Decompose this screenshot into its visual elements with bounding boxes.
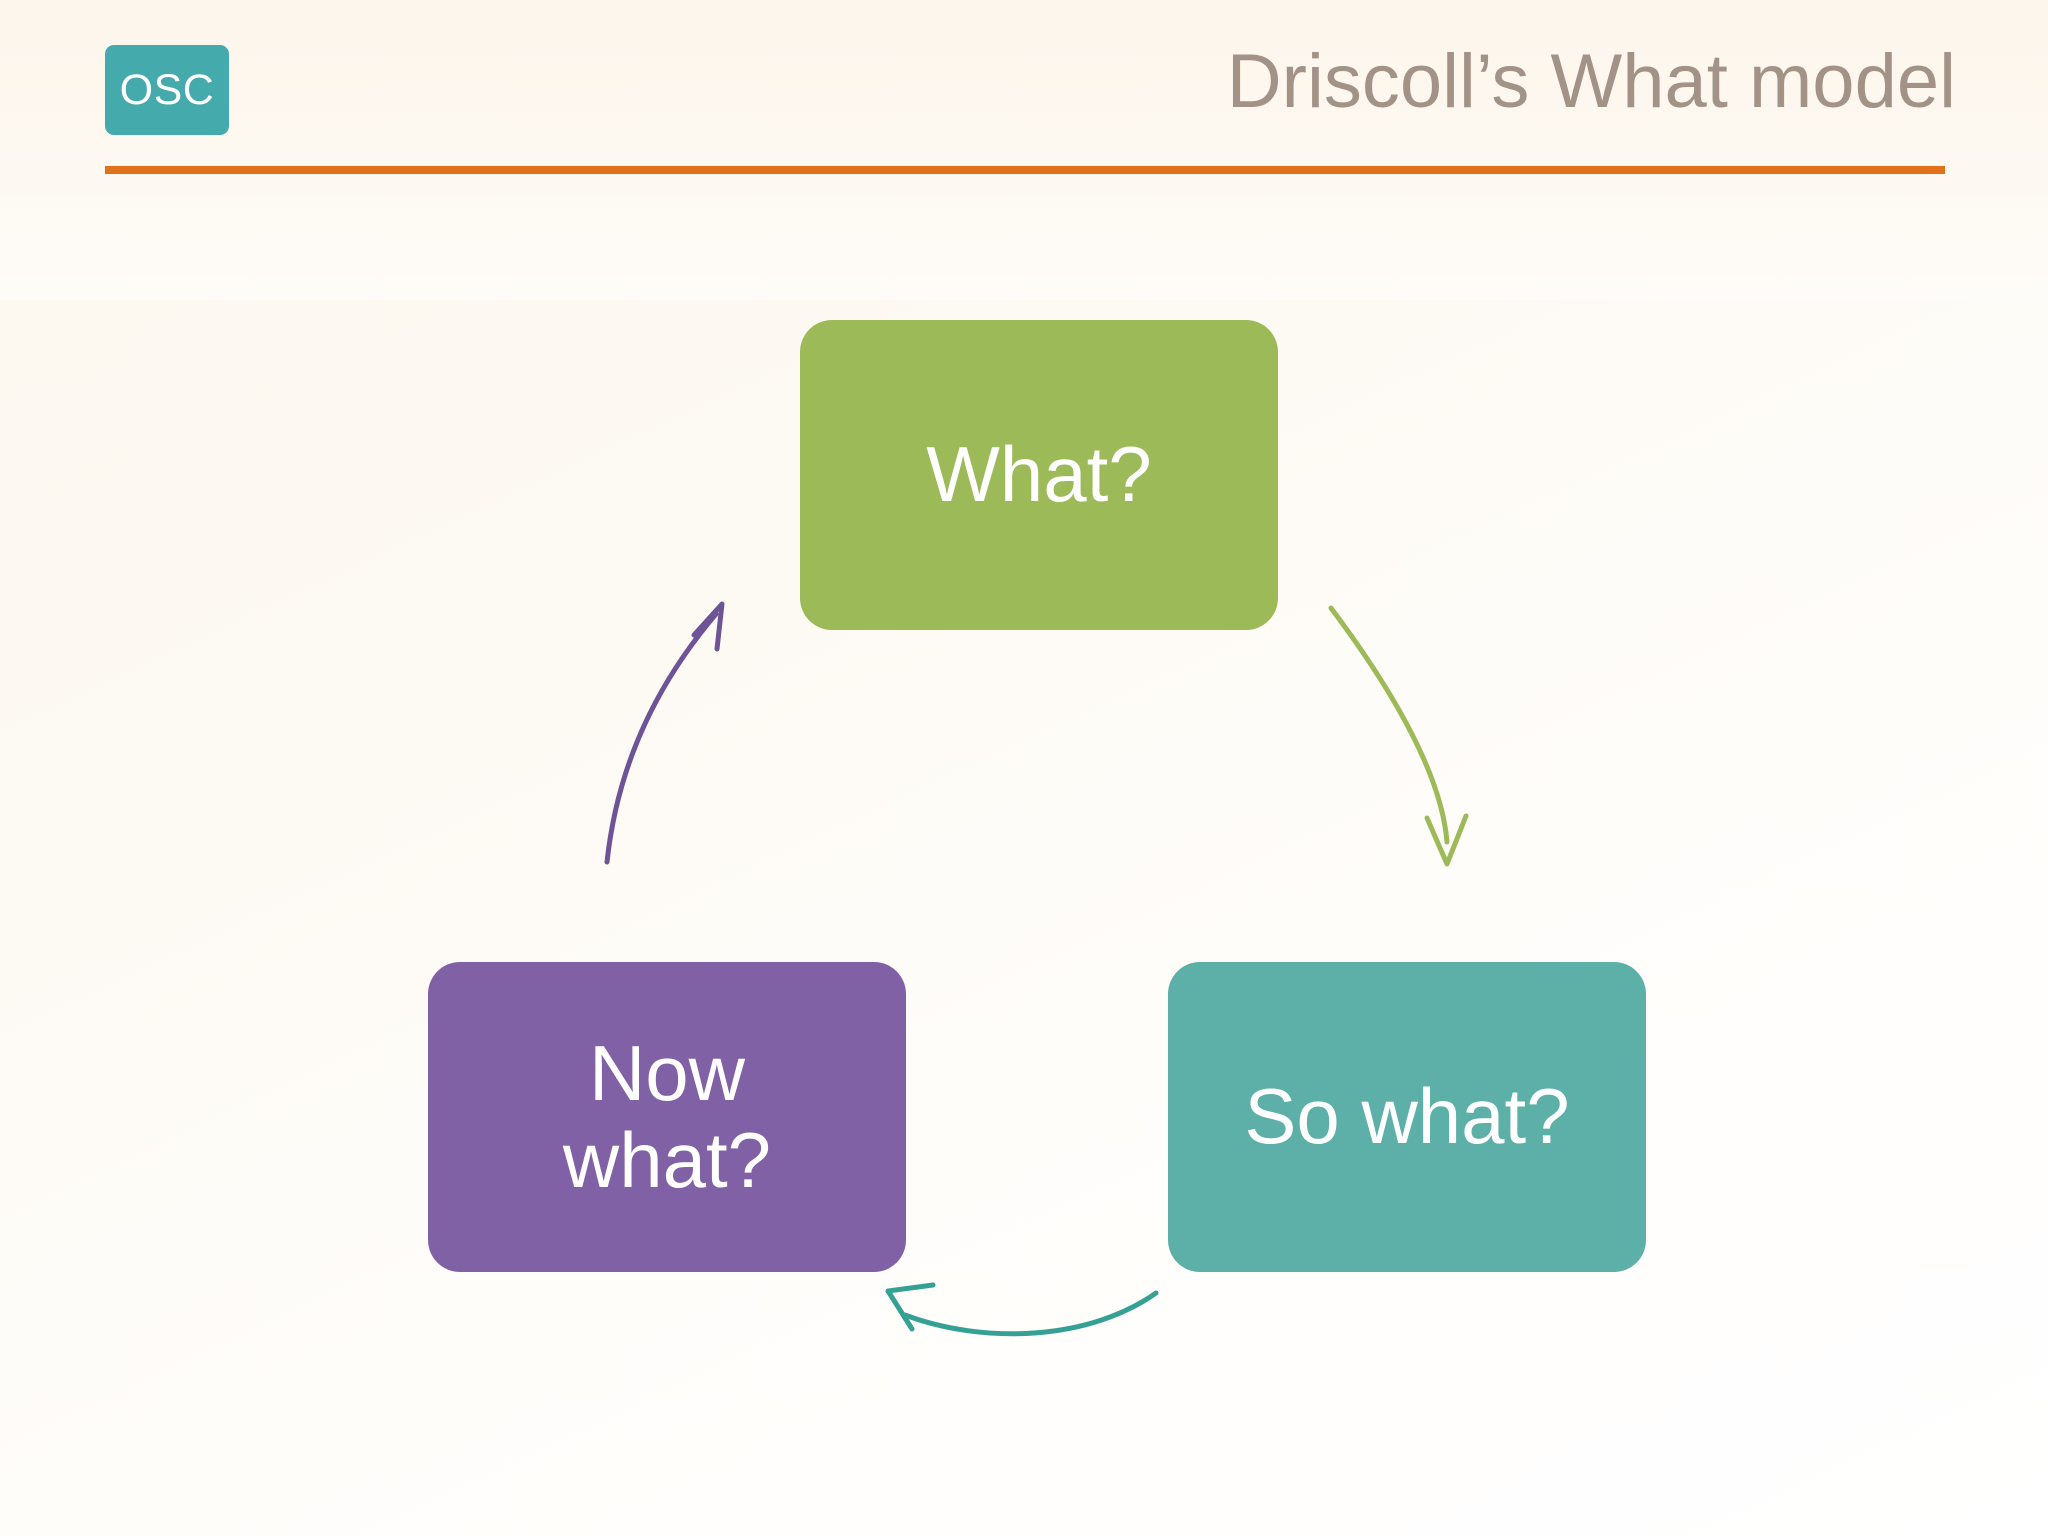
node-now-what-label: Now what? [562, 1028, 772, 1204]
arrow-now-what-to-what [604, 601, 725, 865]
node-so-what[interactable]: So what? [1168, 962, 1646, 1272]
title-divider-rule [105, 166, 1945, 174]
page-title: Driscoll’s What model [1226, 39, 1956, 124]
osc-logo-badge: OSC [105, 45, 229, 135]
node-what[interactable]: What? [800, 320, 1278, 630]
slide-header: OSC Driscoll’s What model [0, 0, 2048, 300]
arrow-what-to-so-what [1328, 605, 1469, 867]
node-so-what-label: So what? [1244, 1072, 1570, 1161]
arrow-so-what-to-now-what [885, 1282, 1159, 1337]
osc-logo-text: OSC [119, 65, 215, 114]
node-what-label: What? [926, 430, 1152, 519]
node-now-what[interactable]: Now what? [428, 962, 906, 1272]
